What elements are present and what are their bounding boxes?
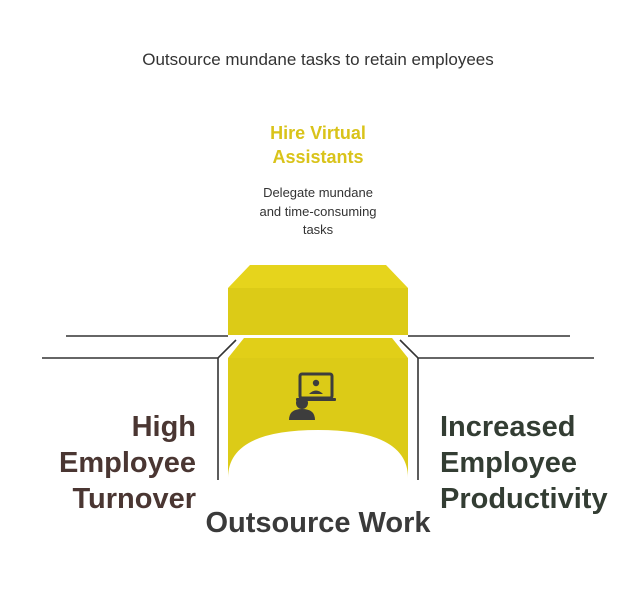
top-description-text: Delegate mundane and time-consuming task…	[259, 185, 377, 237]
top-description: Delegate mundane and time-consuming task…	[218, 184, 418, 240]
bridge-arch-block	[228, 338, 408, 478]
road-lines	[42, 335, 594, 480]
top-heading-text: Hire Virtual Assistants	[270, 123, 366, 167]
right-label: Increased Employee Productivity	[440, 411, 608, 515]
keystone-block	[228, 265, 408, 335]
bottom-label: Outsource Work	[205, 507, 431, 539]
keystone-front-face	[228, 288, 408, 335]
lower-right-line	[399, 339, 594, 359]
bridge-body	[228, 358, 408, 478]
lower-left-line	[42, 339, 237, 359]
keystone-top-face	[228, 265, 408, 288]
left-label: High Employee Turnover	[59, 411, 196, 515]
virtual-assistant-icon	[289, 372, 336, 420]
diagram-title: Outsource mundane tasks to retain employ…	[142, 50, 494, 69]
top-heading: Hire Virtual Assistants	[218, 121, 418, 169]
bridge-top-face	[228, 338, 408, 358]
